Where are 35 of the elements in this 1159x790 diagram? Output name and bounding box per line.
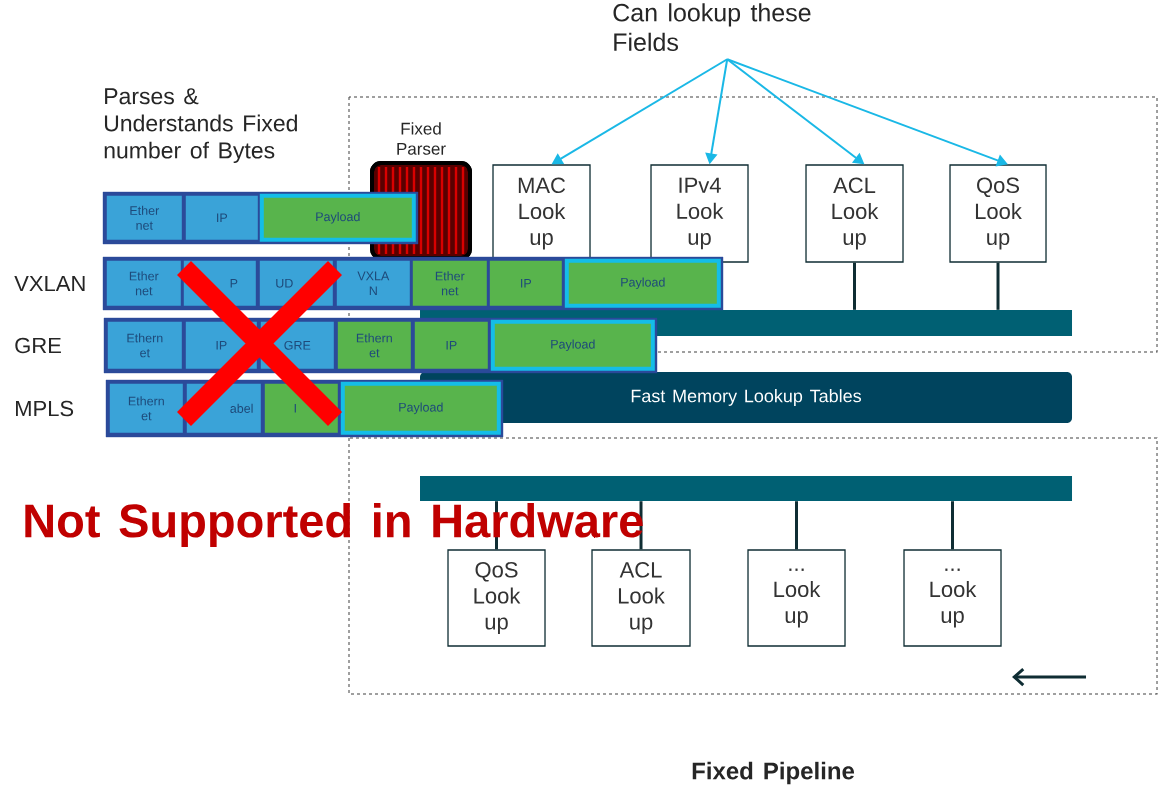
row-label: VXLAN [14,275,85,292]
lookup-box: MAC Look up [492,164,591,263]
header-cell: IP [489,260,562,306]
connector-line [795,501,798,550]
header-cell: IP [185,195,258,240]
header-cell: Ether net [106,260,181,306]
payload-cell: Payload [340,381,501,435]
note-text: Parses & Understands Fixed number of Bytes [104,88,297,164]
connector-line [951,501,954,550]
payload-cell: Payload [259,193,416,242]
lookup-box: ACL Look up [591,549,691,647]
header-cell: Ethern et [107,321,182,369]
payload-cell: Payload [490,319,655,371]
header-cell: Ethern et [337,321,411,369]
lookup-box: ACL Look up [805,164,904,263]
payload-cell: Payload [564,258,721,308]
row-label: GRE [15,337,61,354]
header-cell: Ether net [106,195,182,240]
lookup-box: IPv4 Look up [650,164,749,263]
lookup-box: QoS Look up [949,164,1047,263]
header-cell: VXLA N [336,260,410,306]
lookup-box: ... Look up [747,549,846,647]
arrow [726,58,1008,167]
lookup-box: ... Look up [903,549,1002,647]
callout-text: Can lookup these Fields [613,3,811,52]
header-cell: Ether net [412,260,487,306]
block-heading: Fixed Parser [397,122,446,155]
connector-line [996,262,1000,310]
bar [420,476,1072,501]
lookup-box: QoS Look up [447,549,546,647]
header-cell: IP [414,321,488,369]
connector-line [853,262,856,310]
row-label: MPLS [16,400,74,417]
caption: Fixed Pipeline [692,761,855,785]
header-cell: Ethern et [109,383,183,433]
